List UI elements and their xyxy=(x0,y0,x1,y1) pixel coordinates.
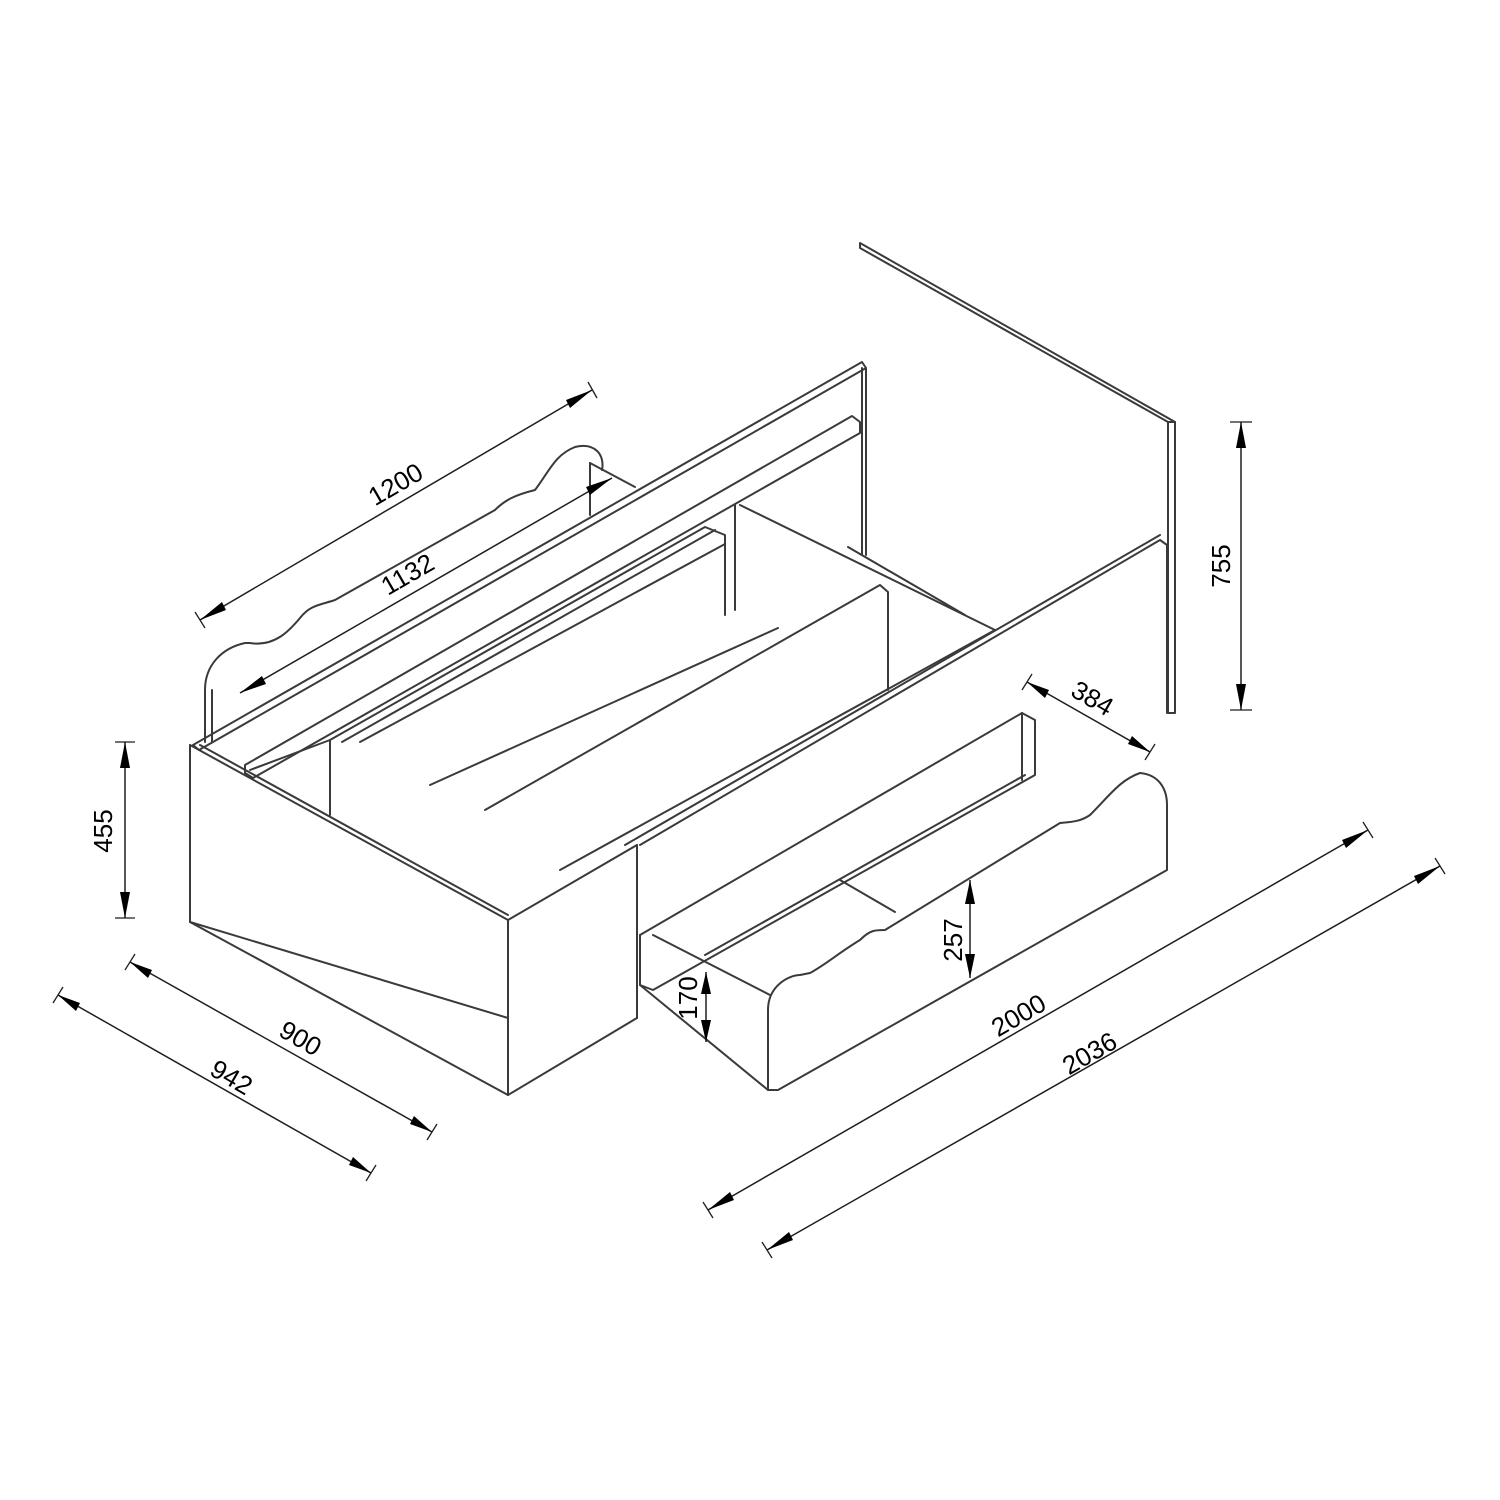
interior-divider-1 xyxy=(249,739,331,816)
base-end-face xyxy=(507,844,638,1096)
drawer-inner-slat xyxy=(704,774,1026,956)
base-bottom-edge xyxy=(189,921,509,1096)
interior-slat-c xyxy=(559,629,996,871)
interior-slat-b xyxy=(484,584,889,811)
arrow-900-a xyxy=(130,962,152,978)
arrow-257-a xyxy=(965,880,975,904)
arrow-170-a xyxy=(701,972,711,994)
arrow-455-a xyxy=(120,742,130,768)
interior-long-rail-top xyxy=(624,534,1161,846)
label-drawer-front-height: 170 xyxy=(673,976,703,1019)
arrow-2036-b xyxy=(1414,866,1440,884)
arrow-942-a xyxy=(58,995,80,1011)
guard-rail xyxy=(244,415,861,779)
arrow-2000-b xyxy=(1342,830,1368,848)
arrow-755-b xyxy=(1236,684,1246,710)
arrow-1132-b xyxy=(586,478,612,495)
label-length-inner: 2000 xyxy=(986,988,1051,1043)
arrow-942-b xyxy=(349,1157,371,1173)
ext-1200-b xyxy=(587,381,598,399)
interior-slat-a xyxy=(429,627,779,786)
interior-divider-3 xyxy=(341,529,716,743)
arrow-1200-a xyxy=(200,602,226,620)
dim-line-2036 xyxy=(766,865,1441,1251)
dim-line-1132 xyxy=(239,477,613,694)
arrow-2036-a xyxy=(767,1232,793,1250)
dim-line-900 xyxy=(129,961,433,1133)
base-top-inner xyxy=(199,744,509,916)
bed-outline xyxy=(189,242,1176,1096)
dim-line-2000 xyxy=(707,829,1369,1211)
arrow-900-b xyxy=(410,1116,432,1132)
drawer-inner-slat-2 xyxy=(839,879,896,913)
arrow-2000-a xyxy=(708,1192,734,1210)
interior-long-rail xyxy=(639,539,1168,846)
label-width-overall: 942 xyxy=(205,1053,258,1101)
label-length-rail: 1200 xyxy=(363,457,428,512)
headboard-panel xyxy=(859,242,1176,714)
arrow-1132-a xyxy=(240,676,266,693)
arrow-1200-b xyxy=(566,390,592,408)
base-front-face xyxy=(189,744,509,1019)
drawer-inner-bottom xyxy=(652,934,771,996)
interior-slat-d xyxy=(739,504,996,631)
dimension-lines xyxy=(52,381,1446,1259)
foot-board xyxy=(204,444,604,743)
dim-line-1200 xyxy=(199,389,593,621)
back-side-rail xyxy=(192,361,867,751)
drawer-front-inner xyxy=(639,934,769,1091)
label-drawer-depth: 384 xyxy=(1066,674,1119,722)
label-height-frame: 455 xyxy=(88,809,118,852)
arrow-257-b xyxy=(965,954,975,978)
arrow-755-a xyxy=(1236,422,1246,448)
label-width-inner: 900 xyxy=(274,1014,327,1062)
interior-panel xyxy=(359,543,726,743)
interior-slat-f xyxy=(847,546,966,616)
label-length-overall: 2036 xyxy=(1057,1026,1122,1081)
drawer-front-panel xyxy=(767,772,1168,1091)
label-length-rail-inner: 1132 xyxy=(376,547,439,601)
foot-board-rear xyxy=(589,462,636,488)
arrow-384-a xyxy=(1027,682,1049,698)
arrow-384-b xyxy=(1128,736,1150,752)
drawer-side-face xyxy=(639,712,1036,991)
arrow-455-b xyxy=(120,892,130,918)
dim-line-942 xyxy=(57,994,372,1174)
dim-line-384 xyxy=(1026,681,1151,753)
label-height-headboard: 755 xyxy=(1206,544,1236,587)
label-drawer-height: 257 xyxy=(938,918,968,961)
arrow-170-b xyxy=(701,1020,711,1042)
